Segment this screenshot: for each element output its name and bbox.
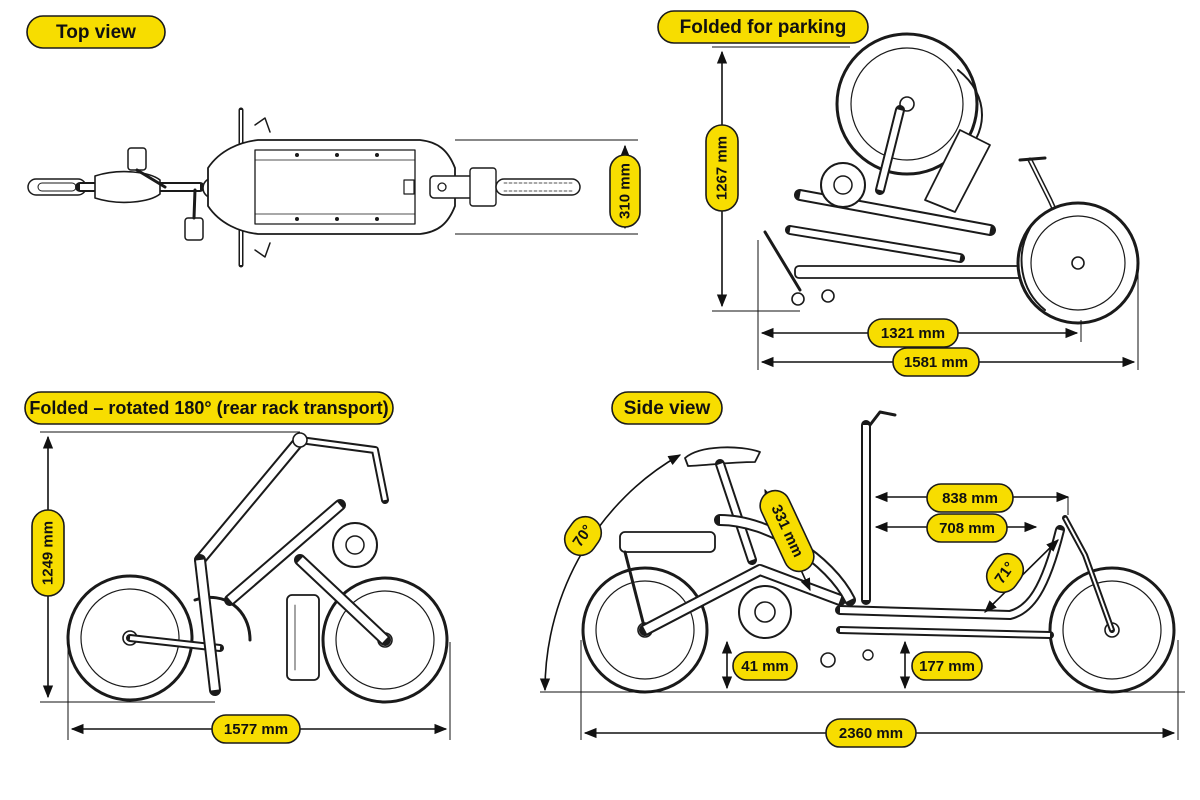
top-view-drawing bbox=[27, 107, 581, 268]
label-clearance-front: 177 mm bbox=[911, 651, 983, 681]
svg-text:1577 mm: 1577 mm bbox=[224, 721, 288, 738]
label-rotated-length: 1577 mm bbox=[211, 714, 301, 744]
folded-rotated-drawing bbox=[66, 432, 449, 704]
svg-text:Top view: Top view bbox=[56, 22, 136, 43]
svg-text:2360 mm: 2360 mm bbox=[839, 725, 903, 742]
label-top-width: 310 mm bbox=[609, 154, 641, 228]
svg-text:1249 mm: 1249 mm bbox=[40, 521, 57, 585]
svg-text:Folded – rotated 180° (rear ra: Folded – rotated 180° (rear rack transpo… bbox=[29, 398, 388, 418]
svg-text:1267 mm: 1267 mm bbox=[714, 136, 731, 200]
label-head-angle: 71° bbox=[985, 552, 1025, 594]
label-parking-length-outer: 1581 mm bbox=[892, 347, 980, 377]
label-parking-length-inner: 1321 mm bbox=[867, 318, 959, 348]
label-side-length: 2360 mm bbox=[825, 718, 917, 748]
title-folded-parking: Folded for parking bbox=[657, 10, 869, 44]
label-parking-height: 1267 mm bbox=[705, 124, 739, 212]
folded-parking-drawing bbox=[763, 32, 1140, 325]
label-rotated-height: 1249 mm bbox=[31, 509, 65, 597]
svg-text:41 mm: 41 mm bbox=[741, 658, 789, 675]
side-view-drawing bbox=[581, 410, 1176, 694]
title-top-view: Top view bbox=[26, 15, 166, 49]
label-reach-upper: 838 mm bbox=[926, 483, 1014, 513]
title-folded-rotated: Folded – rotated 180° (rear rack transpo… bbox=[24, 391, 394, 425]
svg-text:Folded for parking: Folded for parking bbox=[680, 17, 847, 38]
svg-text:708 mm: 708 mm bbox=[939, 520, 995, 537]
label-seat-angle: 70° bbox=[563, 515, 603, 557]
svg-text:Side view: Side view bbox=[624, 398, 711, 419]
svg-text:1321 mm: 1321 mm bbox=[881, 325, 945, 342]
title-side-view: Side view bbox=[611, 391, 723, 425]
svg-text:1581 mm: 1581 mm bbox=[904, 354, 968, 371]
svg-text:177 mm: 177 mm bbox=[919, 658, 975, 675]
label-reach-lower: 708 mm bbox=[926, 513, 1008, 543]
label-clearance-mid: 41 mm bbox=[732, 651, 798, 681]
svg-text:838 mm: 838 mm bbox=[942, 490, 998, 507]
svg-text:310 mm: 310 mm bbox=[617, 163, 634, 219]
